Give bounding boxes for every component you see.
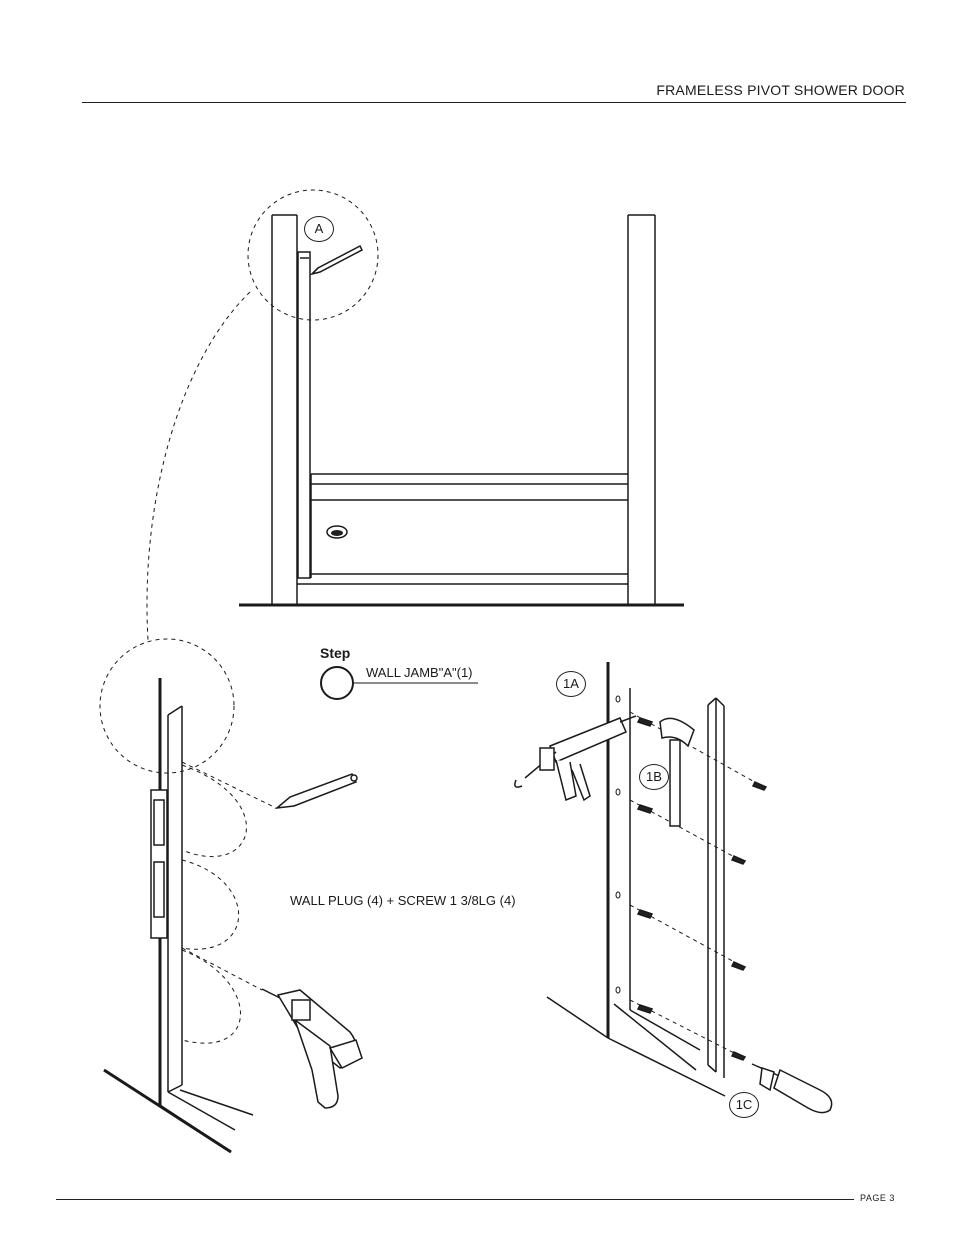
screw-icon [636,717,768,1061]
pencil-icon [274,773,358,810]
shower-opening-drawing [239,214,684,607]
hammer-icon [659,717,695,827]
wall-jamb-left-drawing [103,678,254,1154]
step-label: Step [320,645,351,661]
step-1b-callout: 1B [639,764,669,790]
detail-connector [146,291,251,641]
wall-jamb-marked [297,251,311,579]
page-title: FRAMELESS PIVOT SHOWER DOOR [656,82,905,98]
detail-circle-a [247,189,379,321]
wall-plug-label: WALL PLUG (4) + SCREW 1 3/8LG (4) [290,893,516,908]
wall-jamb-right-drawing [546,662,726,1097]
drill-icon [261,988,363,1109]
wall-plug-holes [615,695,621,994]
step-1a-callout: 1A [556,671,586,697]
caulking-gun-icon [514,715,637,802]
detail-circle-wall [99,638,235,774]
step-circle [320,666,354,700]
step-1c-callout: 1C [729,1092,759,1118]
screwdriver-icon [751,1063,833,1114]
footer-rule [56,1199,854,1200]
page-number: PAGE 3 [860,1193,895,1203]
pencil-icon [309,244,363,276]
header-rule [82,102,906,103]
detail-a-callout: A [304,216,334,242]
wall-jamb-label: WALL JAMB"A"(1) [366,665,473,680]
